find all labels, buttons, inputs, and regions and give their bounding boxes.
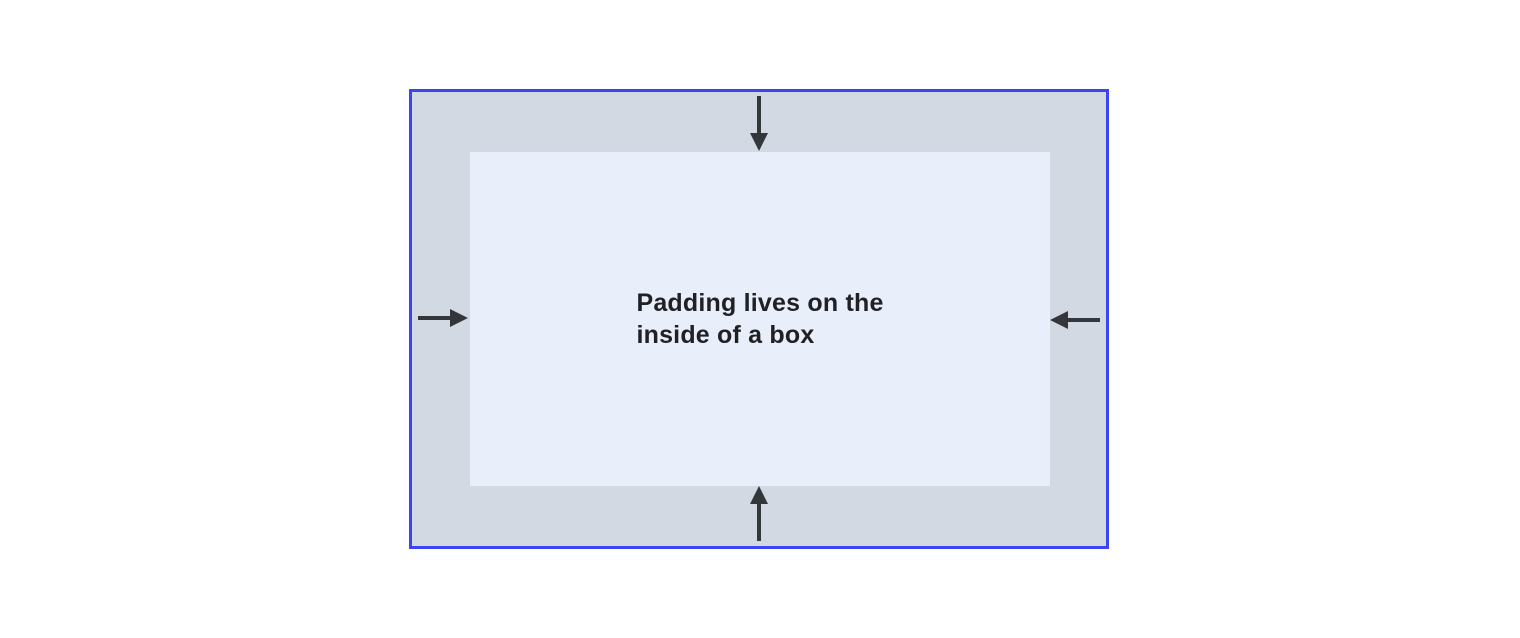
caption-line-2: inside of a box xyxy=(636,321,815,349)
arrow-left-icon xyxy=(1050,311,1100,329)
arrow-down-icon xyxy=(750,96,768,151)
caption-line-1: Padding lives on the xyxy=(636,289,884,317)
padding-box: Padding lives on the inside of a box xyxy=(409,89,1109,549)
content-box: Padding lives on the inside of a box xyxy=(470,152,1050,486)
caption: Padding lives on the inside of a box xyxy=(636,287,883,351)
arrow-right-icon xyxy=(418,309,468,327)
arrow-up-icon xyxy=(750,486,768,541)
